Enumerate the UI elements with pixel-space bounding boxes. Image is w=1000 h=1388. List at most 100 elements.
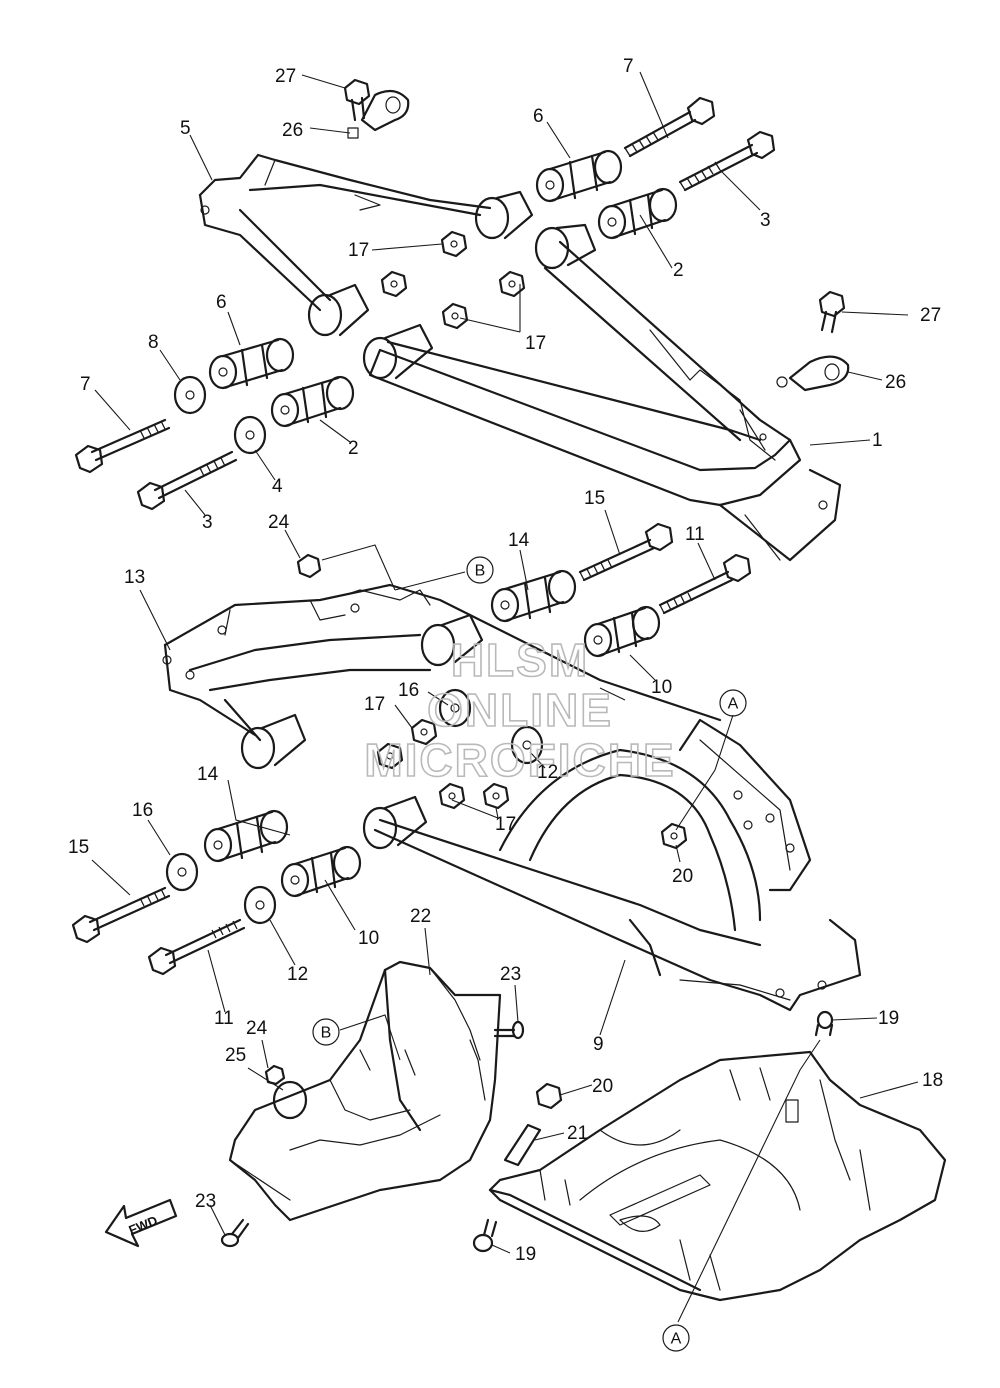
lower-arm-part-9 [362, 718, 862, 1012]
ref-marker-a-lower: A [662, 1324, 690, 1352]
bushing-6-left [208, 337, 295, 390]
skid-plate-part-18 [488, 1050, 947, 1302]
callout-7-left: 7 [80, 374, 91, 395]
reference-markers: A A B B [312, 556, 747, 1352]
bolt-15-lower [71, 886, 171, 944]
bushing-10-lower [280, 845, 362, 898]
svg-text:A: A [671, 1331, 682, 1348]
callout-23-upper: 23 [500, 964, 521, 985]
nut-17-g [482, 782, 510, 810]
watermark-line-1: HLSM [451, 634, 589, 686]
callout-27-upper: 27 [275, 66, 296, 87]
ref-marker-a-upper: A [719, 689, 747, 717]
upper-bolts [74, 78, 850, 511]
callout-7-upper: 7 [623, 56, 634, 77]
svg-text:A: A [728, 696, 739, 713]
bolt-3-left [136, 450, 238, 511]
callout-11-upper: 11 [685, 524, 705, 545]
nut-17-b [380, 270, 408, 298]
bolt-19-right [814, 1010, 834, 1037]
watermark-line-3: MICROFICHE [364, 734, 675, 786]
bushing-2-left [270, 375, 355, 428]
callout-10-upper: 10 [651, 677, 672, 698]
bracket-26-right [776, 355, 850, 392]
callout-2-upper: 2 [673, 260, 684, 281]
callout-15-lower: 15 [68, 837, 89, 858]
callout-5: 5 [180, 118, 191, 139]
callout-27-right: 27 [920, 305, 941, 326]
bushing-14-lower [203, 809, 289, 863]
nut-17-h [438, 782, 466, 810]
bracket-26-upper [347, 89, 410, 139]
callout-6-upper: 6 [533, 106, 544, 127]
callout-22: 22 [410, 906, 431, 927]
callout-17-c: 17 [364, 694, 385, 715]
collar-21 [503, 1123, 542, 1167]
callout-9: 9 [593, 1034, 604, 1055]
callout-14-lower: 14 [197, 764, 219, 785]
bolt-3-upper [678, 130, 776, 192]
nut-20-upper [660, 822, 688, 850]
callout-17-d: 17 [495, 814, 516, 835]
bolt-7-upper [623, 96, 716, 158]
bolt-11-lower [147, 918, 246, 976]
ref-marker-b-lower: B [312, 1018, 340, 1046]
callout-19-lower: 19 [515, 1244, 536, 1265]
bushing-10-upper [583, 605, 661, 658]
svg-text:B: B [321, 1025, 332, 1042]
callout-15-upper: 15 [584, 488, 605, 509]
callout-labels: 1 2 2 3 3 4 5 6 6 7 7 8 9 10 10 11 11 12… [68, 56, 943, 1265]
callout-11-lower: 11 [214, 1008, 234, 1029]
washer-16-lower [165, 852, 199, 892]
washer-12-upper [510, 725, 544, 765]
collar-25 [264, 1064, 308, 1120]
callout-8: 8 [148, 332, 159, 353]
ref-marker-b-upper: B [466, 556, 494, 584]
callout-3-upper: 3 [760, 210, 771, 231]
callout-3-left: 3 [202, 512, 213, 533]
leader-lines [91, 71, 919, 1323]
callout-26-upper: 26 [282, 120, 303, 141]
nut-24-upper [296, 553, 322, 579]
nut-20-lower [535, 1082, 563, 1110]
bolt-27-right [818, 290, 846, 334]
callout-14-upper: 14 [508, 530, 530, 551]
bushing-2-upper [597, 187, 678, 240]
nut-17-d [441, 302, 469, 330]
guard-part-22 [228, 960, 502, 1222]
frame-bracket-part-5 [198, 153, 534, 337]
callout-20-upper: 20 [672, 866, 693, 887]
callout-17-b: 17 [525, 333, 546, 354]
bolt-19-lower [472, 1218, 498, 1253]
callout-12-lower: 12 [287, 964, 308, 985]
nut-17-f [376, 742, 404, 770]
callout-19-right: 19 [878, 1008, 899, 1029]
nut-17-a [440, 230, 468, 258]
callout-12-upper: 12 [537, 762, 558, 783]
callout-18: 18 [922, 1070, 943, 1091]
bolt-15-upper [578, 522, 674, 582]
bolt-7-left [74, 418, 171, 474]
upper-bushings [173, 149, 678, 455]
washer-4 [233, 415, 267, 455]
lower-arm-part-13 [162, 583, 722, 770]
svg-text:B: B [475, 563, 486, 580]
callout-4: 4 [272, 476, 283, 497]
callout-21: 21 [567, 1123, 588, 1144]
callout-1: 1 [872, 430, 883, 451]
callout-10-lower: 10 [358, 928, 379, 949]
callout-17-a: 17 [348, 240, 369, 261]
washer-16-upper [438, 688, 472, 728]
callout-24-lower: 24 [246, 1018, 268, 1039]
watermark: HLSM ONLINE MICROFICHE [364, 633, 675, 787]
callout-24-upper: 24 [268, 512, 290, 533]
callout-2-left: 2 [348, 438, 359, 459]
forward-direction-arrow: FWD [104, 1198, 178, 1248]
watermark-line-2: ONLINE [427, 684, 613, 736]
callout-16-upper: 16 [398, 680, 419, 701]
lower-bolts [71, 522, 752, 976]
nut-17-c [498, 270, 526, 298]
bolt-11-upper [658, 553, 752, 615]
lower-bushings [165, 553, 688, 925]
